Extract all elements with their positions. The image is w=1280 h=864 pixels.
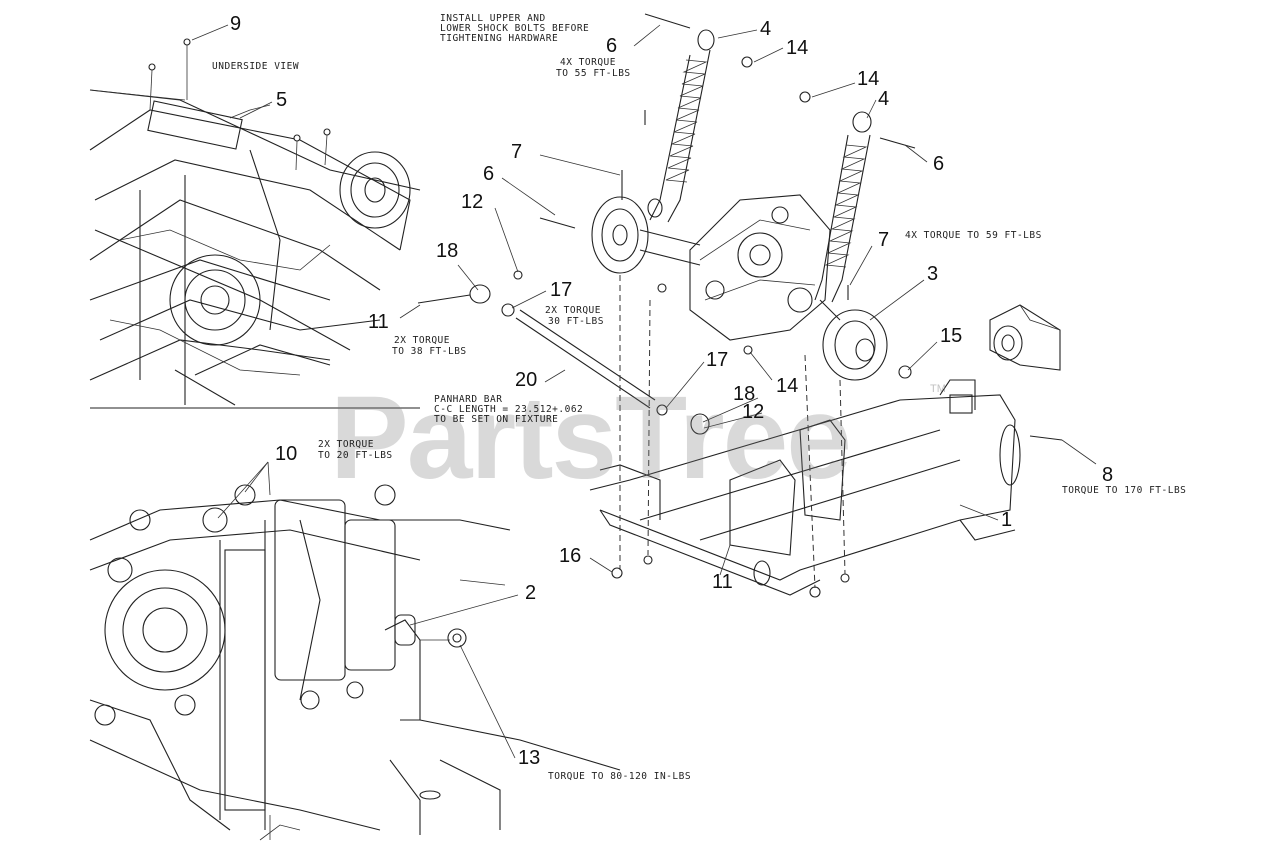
callout-12: 12 xyxy=(742,401,765,423)
note-panhard-fixture: TO BE SET ON FIXTURE xyxy=(434,414,559,425)
alignment-lines xyxy=(619,275,846,589)
callout-13: 13 xyxy=(518,747,541,769)
bushing-bracket xyxy=(989,304,1061,371)
callout-14: 14 xyxy=(857,68,880,90)
note-panhard-length: C-C LENGTH = 23.512+.062 xyxy=(434,404,584,415)
note-torque-in-lbs: TORQUE TO 80-120 IN-LBS xyxy=(548,771,692,782)
callout-6: 6 xyxy=(933,153,945,175)
note-install-hardware: TIGHTENING HARDWARE xyxy=(440,33,559,44)
callout-4: 4 xyxy=(760,18,772,40)
note-torque-55-count: 4X TORQUE xyxy=(560,57,616,68)
underside-view-inset xyxy=(89,38,421,409)
shock-left xyxy=(647,29,715,223)
note-torque-30-value: 30 FT-LBS xyxy=(548,316,604,327)
callout-17: 17 xyxy=(550,279,573,301)
callout-14: 14 xyxy=(786,37,809,59)
note-underside-view: UNDERSIDE VIEW xyxy=(212,61,300,72)
note-torque-55-value: TO 55 FT-LBS xyxy=(556,68,631,79)
callout-15: 15 xyxy=(940,325,963,347)
note-torque-59: 4X TORQUE TO 59 FT-LBS xyxy=(905,230,1042,241)
callout-12: 12 xyxy=(461,191,484,213)
watermark: PartsTree xyxy=(330,372,852,504)
callout-3: 3 xyxy=(927,263,939,285)
gearbox-detail-inset xyxy=(89,484,621,841)
panhard-bar xyxy=(469,284,710,435)
leader-lines xyxy=(89,24,1097,759)
note-panhard-bar: PANHARD BAR xyxy=(434,394,503,405)
note-torque-20-value: TO 20 FT-LBS xyxy=(318,450,393,461)
callout-6: 6 xyxy=(606,35,618,57)
note-torque-38-count: 2X TORQUE xyxy=(394,335,450,346)
callout-9: 9 xyxy=(230,13,242,35)
callout-10: 10 xyxy=(275,443,298,465)
callout-7: 7 xyxy=(511,141,523,163)
note-torque-30-count: 2X TORQUE xyxy=(545,305,601,316)
callout-11: 11 xyxy=(368,311,389,333)
watermark-trademark: TM xyxy=(930,383,946,395)
shock-right xyxy=(814,111,872,303)
callout-16: 16 xyxy=(559,545,582,567)
note-torque-38-value: TO 38 FT-LBS xyxy=(392,346,467,357)
note-install-upper: INSTALL UPPER AND xyxy=(440,13,546,24)
callout-18: 18 xyxy=(733,383,756,405)
fasteners xyxy=(417,13,1063,598)
transaxle xyxy=(689,194,831,341)
note-torque-20-count: 2X TORQUE xyxy=(318,439,374,450)
callout-20: 20 xyxy=(515,369,538,391)
callout-2: 2 xyxy=(525,582,537,604)
callout-14: 14 xyxy=(776,375,799,397)
note-install-lower: LOWER SHOCK BOLTS BEFORE xyxy=(440,23,590,34)
axle-hubs xyxy=(591,196,888,381)
callout-5: 5 xyxy=(276,89,288,111)
frame xyxy=(589,379,1021,596)
callout-11: 11 xyxy=(712,571,733,593)
callout-17: 17 xyxy=(706,349,729,371)
callout-6: 6 xyxy=(483,163,495,185)
callout-18: 18 xyxy=(436,240,459,262)
callout-4: 4 xyxy=(878,88,890,110)
main-assembly xyxy=(417,13,1063,598)
callout-1: 1 xyxy=(1001,509,1013,531)
note-torque-170: TORQUE TO 170 FT-LBS xyxy=(1062,485,1187,496)
callout-8: 8 xyxy=(1102,464,1114,486)
callout-7: 7 xyxy=(878,229,890,251)
